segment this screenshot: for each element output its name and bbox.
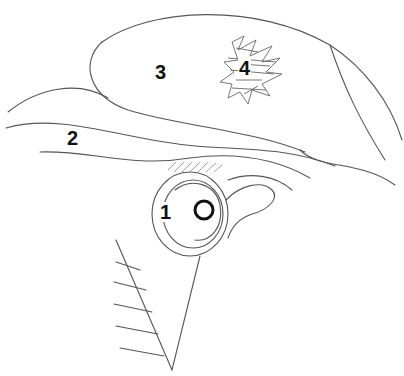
- callout-number: 2: [66, 128, 79, 148]
- callout-number: 4: [238, 58, 251, 78]
- callout-number: 1: [159, 202, 172, 222]
- callout-number: 3: [154, 62, 167, 82]
